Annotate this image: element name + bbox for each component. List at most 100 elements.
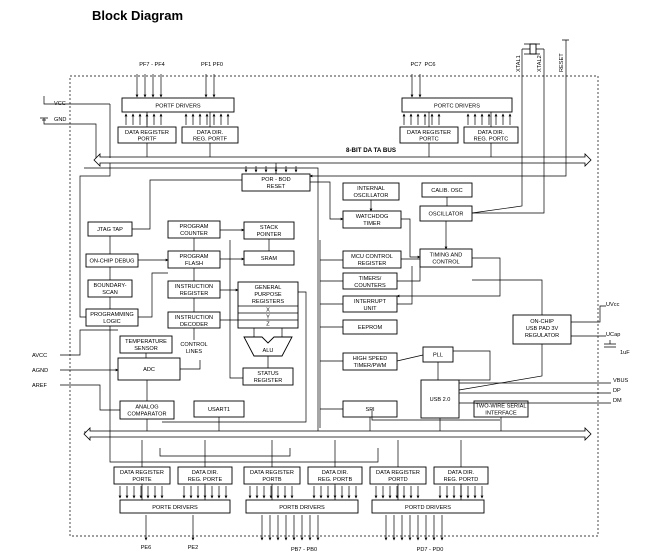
data-bus-label: 8-BIT DA TA BUS (346, 147, 396, 154)
calib-osc-label: CALIB. OSC (431, 188, 462, 194)
data-register-portb-line1: DATA REGISTER (250, 470, 294, 476)
data-register-portd-line1: DATA REGISTER (376, 470, 420, 476)
pin-gnd: GND (54, 117, 66, 123)
alu-label: ALU (263, 348, 274, 354)
high-speed-timer-line1: HIGH SPEED (353, 356, 388, 362)
por-bod-line1: POR - BOD (261, 177, 290, 183)
instruction-register-line1: INSTRUCTION (175, 284, 213, 290)
portc-drivers (401, 97, 513, 113)
portb-drivers-label: PORTB DRIVERS (279, 505, 325, 511)
program-counter-line1: PROGRAM (180, 224, 209, 230)
pin-pf1-pf0: PF1 PF0 (201, 62, 223, 68)
high-speed-timer-pwm (342, 352, 398, 371)
ddr-portf-line1: DATA DIR. (197, 130, 224, 136)
timers-line2: COUNTERS (354, 283, 386, 289)
pin-pe2: PE2 (188, 545, 199, 551)
ddr-porte-line2: REG. PORTE (188, 477, 223, 483)
jtag-tap-label: JTAG TAP (97, 227, 123, 233)
pin-vbus: VBUS (613, 378, 629, 384)
temperature-sensor-line2: SENSOR (134, 346, 158, 352)
chip-outline (69, 75, 599, 537)
timing-control-line1: TIMING AND (430, 253, 463, 259)
boundary-scan-line1: BOUNDARY- (94, 283, 127, 289)
pin-stubs (118, 74, 512, 541)
instruction-register-line2: REGISTER (180, 291, 209, 297)
pin-agnd: AGND (32, 368, 48, 374)
twi-line1: TWO-WIRE SERIAL (476, 404, 527, 410)
crystal-icon (529, 43, 537, 55)
stack-pointer-line2: POINTER (257, 232, 282, 238)
pin-xtal2: XTAL2 (537, 55, 543, 72)
pll-label: PLL (433, 353, 443, 359)
programming-logic-line1: PROGRAMMING (90, 312, 134, 318)
data-bus-lower (83, 427, 592, 441)
program-counter-line2: COUNTER (180, 231, 208, 237)
portf-drivers-label: PORTF DRIVERS (155, 104, 201, 110)
portd-drivers-label: PORTD DRIVERS (405, 505, 451, 511)
gpr-line1: GENERAL (255, 285, 282, 291)
sram-label: SRAM (261, 256, 278, 262)
watchdog-line2: TIMER (363, 221, 380, 227)
ddr-portc-line1: DATA DIR. (478, 130, 505, 136)
pin-dm: DM (613, 398, 622, 404)
reset-wire (562, 39, 569, 76)
internal-oscillator-line2: OSCILLATOR (354, 193, 389, 199)
ddr-portd-line2: REG. PORTD (444, 477, 479, 483)
portf-drivers (121, 97, 235, 113)
porte-drivers (119, 499, 231, 514)
portc-drivers-label: PORTC DRIVERS (434, 104, 480, 110)
pin-uvcc: UVcc (606, 302, 620, 308)
program-flash-line1: PROGRAM (180, 254, 209, 260)
cap-value: 1uF (620, 350, 630, 356)
usb-2-0 (420, 379, 460, 419)
data-register-porte-line2: PORTE (132, 477, 151, 483)
gpr-dividers (238, 305, 298, 321)
data-register-portf-line2: PORTF (138, 137, 157, 143)
pin-reset: RESET (559, 53, 565, 72)
ddr-porte-line1: DATA DIR. (192, 470, 219, 476)
analog-comparator-line2: COMPARATOR (127, 412, 166, 418)
pin-avcc: AVCC (32, 353, 47, 359)
control-lines-line1: CONTROL (180, 342, 207, 348)
interconnect-wiring (60, 76, 616, 500)
timing-control-line2: CONTROL (432, 260, 459, 266)
eeprom-label: EEPROM (358, 325, 383, 331)
analog-comparator-line1: ANALOG (135, 405, 158, 411)
porte-drivers-label: PORTE DRIVERS (152, 505, 198, 511)
data-register-portc-line1: DATA REGISTER (407, 130, 451, 136)
instruction-decoder-line2: DECODER (180, 322, 208, 328)
program-flash-line2: FLASH (185, 261, 203, 267)
pin-ucap: UCap (606, 332, 620, 338)
power-wires (40, 96, 111, 158)
adc-label: ADC (143, 367, 155, 373)
mcu-control-line1: MCU CONTROL (351, 254, 393, 260)
twi-line2: INTERFACE (485, 411, 517, 417)
spi-label: SPI (365, 407, 374, 413)
status-register-line1: STATUS (257, 371, 279, 377)
data-register-portf-line1: DATA REGISTER (125, 130, 169, 136)
instruction-decoder-line1: INSTRUCTION (175, 315, 213, 321)
pin-aref: AREF (32, 383, 48, 389)
gpr-line2: PURPOSE (254, 292, 282, 298)
register-x: X (266, 308, 270, 314)
ddr-portf-line2: REG. PORTF (193, 137, 228, 143)
pin-pd7-pd0: PD7 - PD0 (417, 547, 444, 553)
status-register-line2: REGISTER (254, 378, 283, 384)
usb-2-0-label: USB 2.0 (430, 397, 451, 403)
mcu-control-line2: REGISTER (358, 261, 387, 267)
register-z: Z (266, 322, 270, 328)
usart1-label: USART1 (208, 407, 230, 413)
usb-regulator-line3: REGULATOR (525, 333, 559, 339)
ddr-portb-line1: DATA DIR. (322, 470, 349, 476)
control-lines-line2: LINES (186, 349, 202, 355)
register-y: Y (266, 315, 270, 321)
internal-oscillator-line1: INTERNAL (357, 186, 385, 192)
on-chip-debug (85, 253, 139, 268)
programming-logic (85, 308, 139, 327)
ddr-portb-line2: REG. PORTB (318, 477, 353, 483)
usb-regulator-line1: ON-CHIP (530, 319, 554, 325)
data-register-portd-line2: PORTD (388, 477, 407, 483)
pin-dp: DP (613, 388, 621, 394)
usb-regulator-line2: USB PAD 3V (526, 326, 559, 332)
mcu-control-register (342, 250, 402, 269)
